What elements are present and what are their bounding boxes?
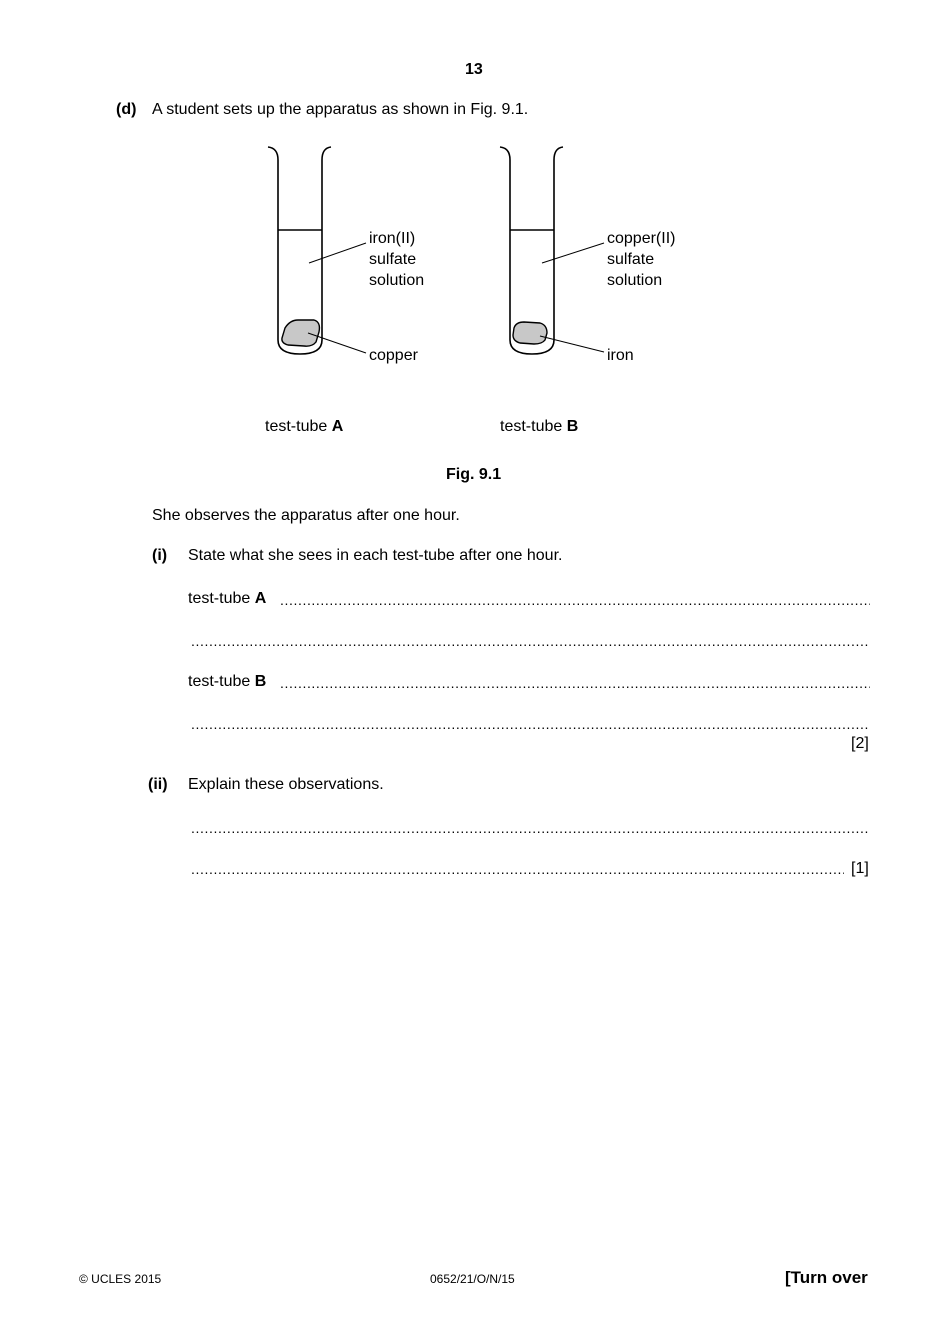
footer-turn-over: [Turn over	[785, 1268, 868, 1287]
tube-b-solution-line-1: copper(II)	[607, 230, 675, 247]
part-ii-label: (ii)	[148, 776, 168, 793]
marks-part-ii: [1]	[851, 860, 869, 877]
leader-line-a-metal	[307, 332, 367, 354]
marks-part-i: [2]	[851, 735, 869, 752]
answer-label-test-tube-b: test-tube B	[188, 673, 267, 690]
part-i-text: State what she sees in each test-tube af…	[188, 547, 563, 564]
tube-a-solution-line-2: sulfate	[369, 251, 416, 268]
answer-line-a-2[interactable]: ........................................…	[191, 633, 870, 649]
leader-line-a-solution	[308, 242, 367, 264]
part-d-label: (d)	[116, 101, 137, 118]
page-number: 13	[465, 61, 483, 78]
tube-a-caption: test-tube A	[265, 418, 344, 435]
tube-b-metal-label: iron	[607, 347, 634, 364]
part-ii-text: Explain these observations.	[188, 776, 384, 793]
observe-text: She observes the apparatus after one hou…	[152, 507, 460, 524]
tube-a-solution-line-3: solution	[369, 272, 424, 289]
test-tube-a-drawing	[267, 146, 332, 355]
answer-line-ii-1[interactable]: ........................................…	[191, 820, 870, 836]
copper-piece-shape	[281, 319, 321, 347]
part-i-label: (i)	[152, 547, 168, 564]
leader-line-b-solution	[541, 242, 605, 264]
leader-line-b-metal	[539, 335, 605, 353]
tube-b-solution-line-3: solution	[607, 272, 662, 289]
tube-a-metal-label: copper	[369, 347, 419, 364]
test-tube-b-drawing	[499, 146, 564, 355]
tube-b-caption: test-tube B	[500, 418, 578, 435]
answer-line-b-1[interactable]: ........................................…	[280, 675, 870, 691]
footer-copyright: © UCLES 2015	[79, 1272, 162, 1286]
figure-caption: Fig. 9.1	[446, 466, 501, 483]
answer-label-test-tube-a: test-tube A	[188, 590, 267, 607]
tube-b-solution-line-2: sulfate	[607, 251, 654, 268]
answer-line-b-2[interactable]: ........................................…	[191, 716, 870, 732]
part-d-text: A student sets up the apparatus as shown…	[152, 101, 529, 118]
figure-9-1: iron(II) sulfate solution copper copper(…	[265, 146, 675, 483]
iron-piece-shape	[512, 321, 548, 345]
footer-paper-code: 0652/21/O/N/15	[430, 1272, 515, 1286]
answer-line-ii-2[interactable]: ........................................…	[191, 861, 844, 877]
tube-a-solution-line-1: iron(II)	[369, 230, 415, 247]
answer-line-a-1[interactable]: ........................................…	[280, 592, 870, 608]
